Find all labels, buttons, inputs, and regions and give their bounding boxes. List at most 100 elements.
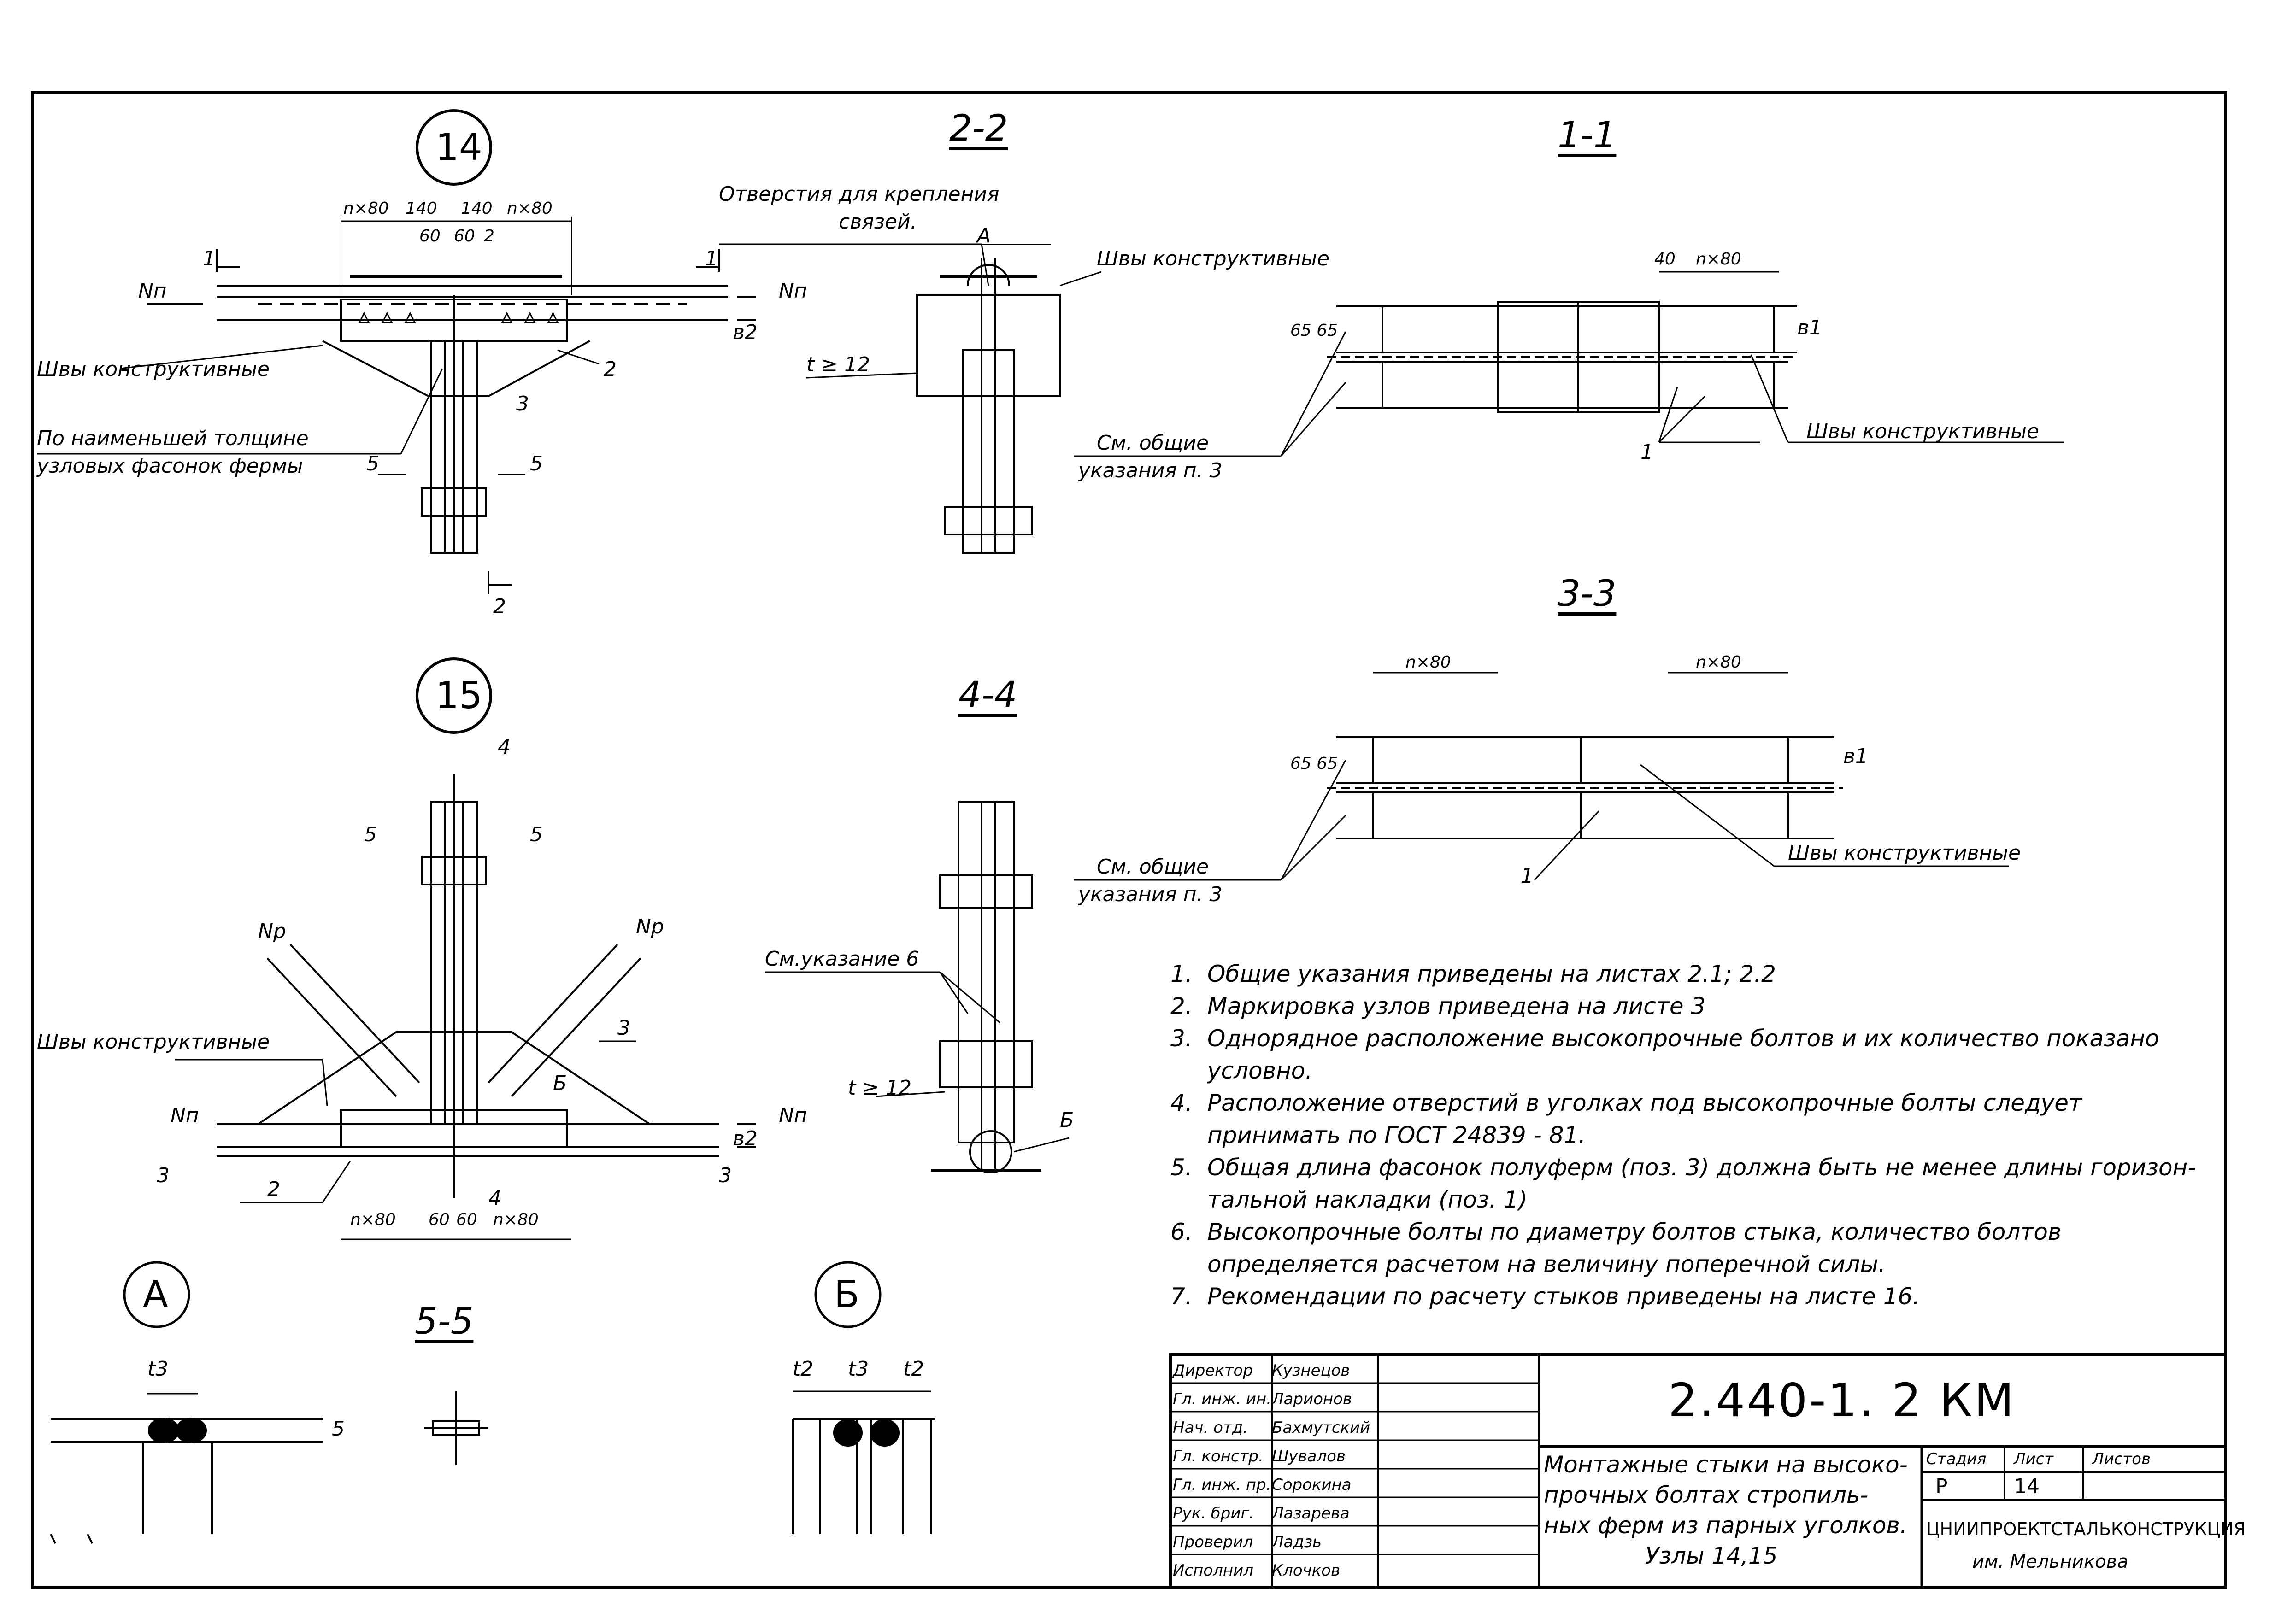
note-line: 4. Расположение отверстий в уголках под в… — [1170, 1090, 2082, 1116]
drawing-code: 2.440-1. 2 КМ — [1668, 1373, 2016, 1427]
dim-n80-15-left: n×80 — [350, 1210, 396, 1229]
sheet-header: Лист — [2014, 1450, 2054, 1468]
dim-n80-left: n×80 — [343, 199, 389, 218]
org-name-line2: им. Мельникова — [1972, 1551, 2128, 1572]
staff-row: Рук. бриг.Лазарева — [1173, 1504, 1350, 1523]
b2-14: в2 — [733, 321, 758, 344]
note-number: 2. — [1170, 993, 1193, 1020]
see-general-11-line1: См. общие — [1097, 431, 1209, 455]
note-text: Рекомендации по расчету стыков приведены… — [1207, 1283, 1920, 1310]
cut-1-right: 1 — [705, 247, 718, 270]
dim-n80-33-right: n×80 — [1696, 653, 1741, 672]
details-drawing — [50, 1261, 935, 1544]
t2-b-left: t2 — [793, 1357, 814, 1381]
staff-name: Лазарева — [1272, 1504, 1350, 1523]
title-line: ных ферм из парных уголков. — [1544, 1512, 1907, 1539]
note-text: Расположение отверстий в уголках под выс… — [1207, 1090, 2082, 1116]
pos-1-11: 1 — [1640, 440, 1653, 464]
note-text: определяется расчетом на величину попере… — [1207, 1251, 1886, 1278]
node-14-label: 14 — [435, 126, 482, 169]
staff-role: Директор — [1173, 1361, 1253, 1380]
sheets-header: Листов — [2092, 1450, 2151, 1468]
title-line: Монтажные стыки на высоко- — [1544, 1451, 1908, 1478]
stage-value: Р — [1935, 1475, 1948, 1498]
note-line: условно. — [1170, 1057, 1312, 1084]
note-number: 3. — [1170, 1025, 1193, 1052]
section-3-3-drawing — [1074, 672, 2009, 881]
holes-label-line2: связей. — [839, 210, 917, 234]
section-2-2-title: 2-2 — [949, 108, 1008, 149]
dim-60-15-right: 60 — [456, 1210, 477, 1229]
note-text: Высокопрочные болты по диаметру болтов с… — [1207, 1219, 2062, 1245]
pos-2-15: 2 — [267, 1178, 280, 1201]
note-number: 1. — [1170, 961, 1193, 987]
force-np-14: Nп — [138, 279, 167, 303]
dim-n80-right: n×80 — [507, 199, 553, 218]
five-a: 5 — [332, 1417, 345, 1441]
staff-role: Гл. инж. пр. — [1173, 1476, 1271, 1494]
force-nn-15-right: Nп — [779, 1104, 807, 1127]
note-line: принимать по ГОСТ 24839 - 81. — [1170, 1122, 1586, 1149]
welds-label-33: Швы конструктивные — [1788, 841, 2021, 865]
t3-b: t3 — [848, 1357, 869, 1381]
title-line: прочных болтах стропиль- — [1544, 1482, 1869, 1508]
section-4-4-drawing — [765, 801, 1070, 1173]
thickness-22: t ≥ 12 — [806, 353, 870, 376]
dim-140-right: 140 — [461, 199, 493, 218]
staff-name: Клочков — [1272, 1561, 1341, 1580]
staff-role: Гл. инж. ин. — [1173, 1390, 1271, 1408]
dim-6565-11: 65 65 — [1290, 321, 1338, 340]
cut-5-left-14: 5 — [366, 452, 379, 475]
callout-a-22: А — [977, 224, 991, 247]
section-1-1-drawing — [1074, 271, 2064, 457]
sheet-frame — [31, 91, 2227, 1589]
node-14-drawing — [37, 109, 756, 594]
note-line: тальной накладки (поз. 1) — [1170, 1186, 1528, 1213]
cut-5-right-14: 5 — [530, 452, 543, 475]
note-line: 1.Общие указания приведены на листах 2.1… — [1170, 961, 1776, 987]
pos-1-33: 1 — [1521, 864, 1534, 888]
section-1-1-title: 1-1 — [1558, 115, 1617, 156]
note-text: принимать по ГОСТ 24839 - 81. — [1207, 1122, 1586, 1149]
dim-140-left: 140 — [406, 199, 437, 218]
force-np-15-right: Nр — [636, 915, 664, 938]
cut-4-top: 4 — [498, 735, 511, 759]
note-number: 4. — [1170, 1090, 1193, 1116]
gusset-min-line1: По наименьшей толщине — [37, 427, 309, 450]
node-14-circle — [416, 109, 492, 186]
welds-label-14: Швы конструктивные — [37, 358, 270, 381]
detail-b-label: Б — [834, 1273, 859, 1316]
note-line: определяется расчетом на величину попере… — [1170, 1251, 1886, 1278]
section-3-3-title: 3-3 — [1558, 573, 1617, 615]
staff-name: Шувалов — [1272, 1447, 1346, 1466]
staff-name: Сорокина — [1272, 1476, 1352, 1494]
note-number: 5. — [1170, 1154, 1193, 1181]
note-text: тальной накладки (поз. 1) — [1207, 1186, 1528, 1213]
welds-label-22: Швы конструктивные — [1097, 247, 1330, 270]
t2-b-right: t2 — [903, 1357, 924, 1381]
dim-n80-33-left: n×80 — [1405, 653, 1451, 672]
callout-b-44: Б — [1060, 1108, 1074, 1132]
cut-1-left: 1 — [203, 247, 216, 270]
section-5-5-title: 5-5 — [415, 1301, 474, 1343]
dim-60-right: 60 — [454, 227, 475, 246]
sheet-value: 14 — [2014, 1475, 2040, 1498]
note-text: Общая длина фасонок полуферм (поз. 3) до… — [1207, 1154, 2196, 1181]
note-text: Маркировка узлов приведена на листе 3 — [1207, 993, 1706, 1020]
b2-15: в2 — [733, 1127, 758, 1150]
staff-row: Гл. инж. пр.Сорокина — [1173, 1476, 1352, 1494]
see-general-11-line2: указания п. 3 — [1078, 459, 1223, 482]
org-name-line1: ЦНИИПРОЕКТСТАЛЬКОНСТРУКЦИЯ — [1926, 1519, 2246, 1539]
force-np-22: Nп — [779, 279, 807, 303]
holes-label-line1: Отверстия для крепления — [719, 182, 1000, 206]
dim-60-15-left: 60 — [429, 1210, 450, 1229]
pos-2-14: 2 — [604, 358, 617, 381]
staff-row: Нач. отд.Бахмутский — [1173, 1419, 1370, 1437]
node-15-drawing — [175, 657, 756, 1240]
force-np-15-left: Nр — [258, 920, 286, 943]
title-block-grid — [1169, 1353, 2227, 1589]
